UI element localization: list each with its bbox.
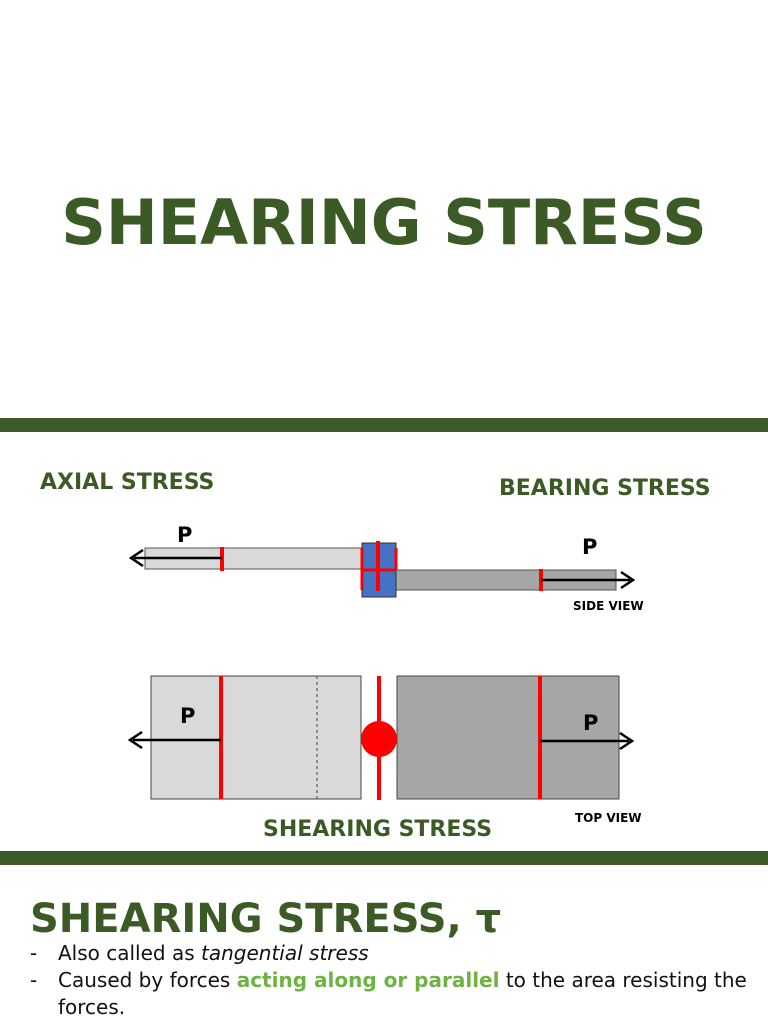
side-view-label: SIDE VIEW — [573, 599, 644, 613]
bullet-text: Also called as tangential stress — [58, 940, 369, 967]
bullet-text: Caused by forces acting along or paralle… — [58, 967, 750, 1021]
bullet-dash: - — [30, 941, 38, 965]
section-heading: SHEARING STRESS, τ — [30, 896, 502, 942]
force-label-side-right: P — [582, 535, 598, 559]
axial-stress-label: AXIAL STRESS — [40, 470, 215, 495]
top-right-plate — [396, 675, 620, 800]
bullet-item: - Also called as tangential stress — [30, 940, 750, 967]
side-arrowhead-right — [620, 570, 636, 590]
top-view-label: TOP VIEW — [575, 811, 642, 825]
bullet-text-plain: Caused by forces — [58, 968, 237, 992]
force-label-top-right: P — [583, 711, 599, 735]
top-arrowhead-left — [127, 730, 143, 750]
bottom-divider-band — [0, 851, 768, 865]
bullet-dash: - — [30, 968, 38, 992]
bullet-text-plain: Also called as — [58, 941, 202, 965]
slide-title: SHEARING STRESS — [61, 186, 707, 259]
bullet-text-plain-end: to the area resisting the forces. — [58, 968, 747, 1019]
top-left-plate — [150, 675, 362, 800]
bearing-stress-label: BEARING STRESS — [499, 476, 711, 501]
shearing-stress-diagram-label: SHEARING STRESS — [263, 817, 493, 842]
top-arrowhead-right — [619, 731, 635, 751]
bullet-text-highlight: acting along or parallel — [236, 968, 500, 992]
bullet-item: - Caused by forces acting along or paral… — [30, 967, 750, 1021]
force-label-side-left: P — [177, 523, 193, 547]
top-pin-circle — [361, 721, 397, 757]
top-divider-band — [0, 418, 768, 432]
side-arrowhead-left — [128, 548, 144, 568]
bullet-text-italic: tangential stress — [201, 941, 369, 965]
force-label-top-left: P — [180, 704, 196, 728]
bullet-list: - Also called as tangential stress - Cau… — [30, 940, 750, 1021]
